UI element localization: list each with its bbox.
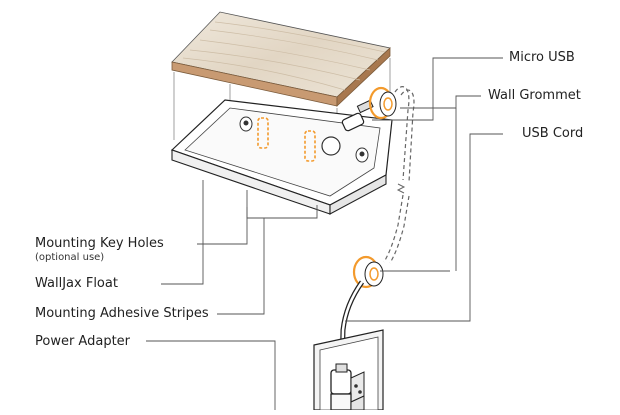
label-mounting-adhesive-stripes: Mounting Adhesive Stripes	[35, 306, 209, 321]
wood-shelf-top	[171, 11, 391, 107]
leader-wall-grommet	[400, 95, 481, 109]
leader-bracket	[246, 205, 318, 219]
power-adapter	[330, 363, 365, 411]
usb-cord-in-wall	[383, 86, 415, 264]
wall-grommet-lower	[352, 255, 384, 289]
wall-grommet-upper	[368, 86, 397, 120]
label-usb-cord: USB Cord	[522, 126, 584, 141]
adhesive-stripe-left	[257, 117, 269, 149]
adhesive-stripe-right	[304, 130, 316, 162]
leader-adhesive-stripes	[217, 218, 265, 315]
leader-walljax-float	[161, 180, 204, 285]
key-hole-left	[239, 116, 253, 132]
label-walljax-float: WallJax Float	[35, 276, 118, 291]
label-wall-grommet: Wall Grommet	[488, 88, 581, 103]
key-hole-right	[355, 147, 369, 163]
leader-mounting-key-holes	[197, 190, 248, 245]
walljax-float-tray	[170, 99, 393, 215]
leader-lines	[146, 57, 503, 410]
label-optional-use: (optional use)	[35, 252, 105, 263]
leader-usb-cord	[345, 133, 503, 322]
label-mounting-key-holes: Mounting Key Holes	[35, 236, 164, 251]
usb-cord-visible	[339, 280, 365, 373]
label-micro-usb: Micro USB	[509, 50, 575, 65]
cable-port	[321, 136, 341, 156]
leader-micro-usb	[372, 57, 503, 121]
leader-power-adapter	[146, 340, 276, 410]
label-power-adapter: Power Adapter	[35, 334, 131, 349]
